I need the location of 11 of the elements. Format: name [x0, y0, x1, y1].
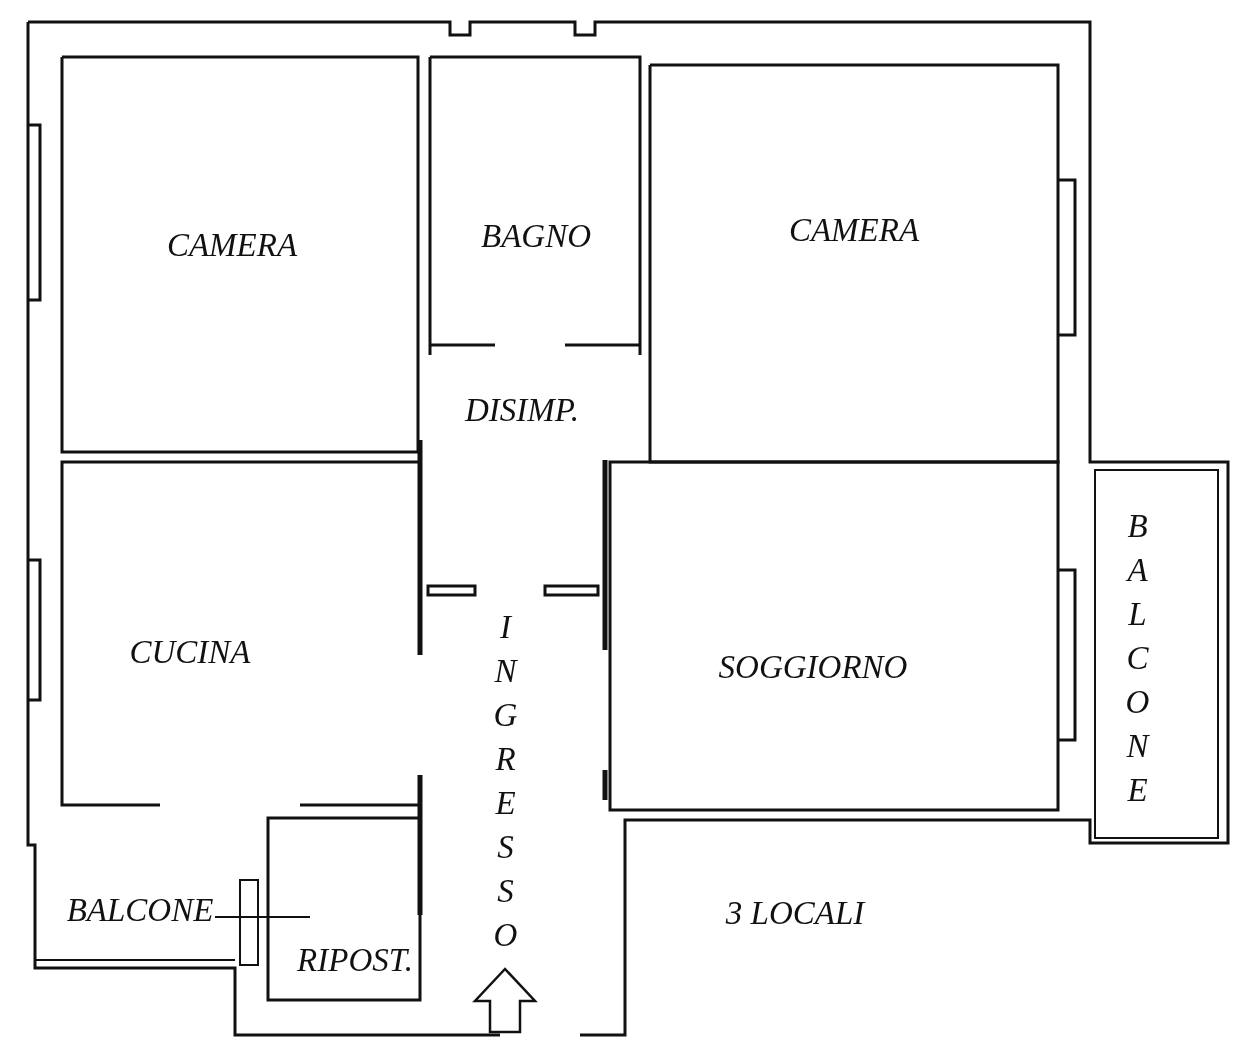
room-label: CAMERA — [166, 228, 298, 262]
room-label: SOGGIORNO — [718, 650, 908, 684]
room-label: CAMERA — [788, 213, 920, 247]
room-label: CUCINA — [129, 635, 251, 669]
room-label: RIPOST. — [297, 943, 413, 977]
note-label: 3 LOCALI — [725, 896, 865, 930]
entrance-arrow — [472, 967, 538, 1034]
room-label: BALCONE — [66, 893, 214, 927]
room-label: DISIMP. — [465, 393, 579, 427]
room-label: BAGNO — [481, 219, 591, 253]
room-label: INGRESSO — [488, 609, 522, 961]
